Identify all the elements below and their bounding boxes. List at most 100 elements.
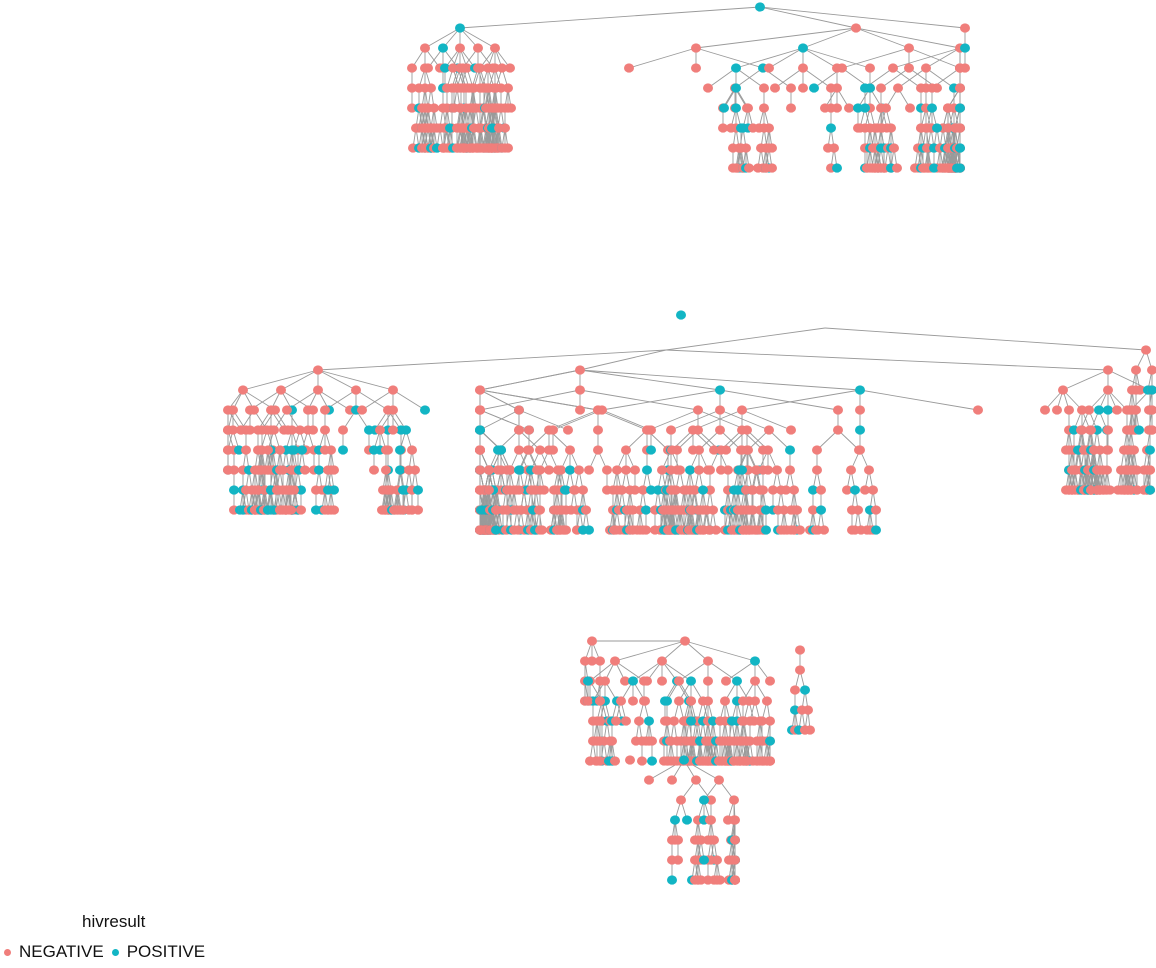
edge xyxy=(719,429,742,451)
node-negative xyxy=(228,405,238,415)
node-negative xyxy=(490,43,500,53)
node-negative xyxy=(381,465,391,475)
node-negative xyxy=(973,405,983,415)
node-negative xyxy=(662,756,672,766)
node-negative xyxy=(960,23,970,33)
node-negative xyxy=(738,716,748,726)
edge xyxy=(698,429,721,451)
positive-dot-icon xyxy=(111,948,119,956)
node-positive xyxy=(667,875,677,885)
node-negative xyxy=(388,385,398,395)
node-negative xyxy=(666,425,676,435)
node-negative xyxy=(625,755,635,765)
node-positive xyxy=(790,705,800,715)
node-negative xyxy=(798,83,808,93)
node-negative xyxy=(922,143,932,153)
node-negative xyxy=(786,103,796,113)
nodes xyxy=(223,2,1156,885)
node-negative xyxy=(1052,405,1062,415)
node-negative xyxy=(514,425,524,435)
node-negative xyxy=(741,143,751,153)
edge xyxy=(774,67,804,89)
legend-label-negative: NEGATIVE xyxy=(19,942,104,961)
node-positive xyxy=(826,123,836,133)
node-negative xyxy=(715,875,725,885)
node-negative xyxy=(223,445,233,455)
node-negative xyxy=(876,83,886,93)
node-negative xyxy=(1086,425,1096,435)
edge xyxy=(601,389,721,411)
node-negative xyxy=(630,485,640,495)
node-negative xyxy=(580,656,590,666)
node-positive xyxy=(234,445,244,455)
node-negative xyxy=(620,676,630,686)
node-positive xyxy=(860,83,870,93)
node-negative xyxy=(765,676,775,686)
node-positive xyxy=(676,310,686,320)
node-negative xyxy=(767,143,777,153)
node-negative xyxy=(475,465,485,475)
node-negative xyxy=(303,405,313,415)
node-negative xyxy=(491,505,501,515)
node-negative xyxy=(617,485,627,495)
node-negative xyxy=(716,465,726,475)
edge xyxy=(684,640,756,662)
node-negative xyxy=(276,385,286,395)
node-negative xyxy=(593,445,603,455)
node-negative xyxy=(1147,405,1156,415)
node-positive xyxy=(855,425,865,435)
node-negative xyxy=(662,716,672,726)
edge xyxy=(661,660,692,682)
edge xyxy=(855,27,961,49)
node-negative xyxy=(1132,465,1142,475)
node-positive xyxy=(732,676,742,686)
node-negative xyxy=(665,736,675,746)
node-negative xyxy=(535,445,545,455)
node-positive xyxy=(1134,425,1144,435)
edge xyxy=(725,660,756,682)
node-negative xyxy=(789,485,799,495)
node-negative xyxy=(287,425,297,435)
node-negative xyxy=(329,505,339,515)
node-negative xyxy=(610,756,620,766)
edge xyxy=(479,369,581,391)
node-negative xyxy=(1089,445,1099,455)
node-negative xyxy=(657,465,667,475)
node-negative xyxy=(506,103,516,113)
node-negative xyxy=(1131,365,1141,375)
node-negative xyxy=(269,425,279,435)
node-negative xyxy=(693,405,703,415)
node-positive xyxy=(737,465,747,475)
node-negative xyxy=(714,775,724,785)
node-negative xyxy=(744,505,754,515)
node-negative xyxy=(502,505,512,515)
node-negative xyxy=(888,63,898,73)
node-negative xyxy=(514,445,524,455)
edge xyxy=(707,67,737,89)
node-negative xyxy=(458,63,468,73)
node-negative xyxy=(737,445,747,455)
node-positive xyxy=(420,405,430,415)
node-negative xyxy=(228,425,238,435)
node-negative xyxy=(691,43,701,53)
node-negative xyxy=(410,465,420,475)
node-negative xyxy=(860,485,870,495)
node-negative xyxy=(772,465,782,475)
node-negative xyxy=(855,123,865,133)
legend-title: hivresult xyxy=(82,912,146,931)
node-negative xyxy=(672,736,682,746)
edge xyxy=(518,409,569,431)
node-positive xyxy=(1147,385,1156,395)
node-negative xyxy=(583,696,593,706)
node-positive xyxy=(750,656,760,666)
node-positive xyxy=(314,465,324,475)
node-negative xyxy=(759,83,769,93)
edge xyxy=(695,47,764,69)
node-positive xyxy=(798,43,808,53)
node-negative xyxy=(548,425,558,435)
node-negative xyxy=(642,676,652,686)
node-negative xyxy=(686,696,696,706)
edge xyxy=(479,389,581,411)
node-negative xyxy=(634,716,644,726)
node-negative xyxy=(703,83,713,93)
